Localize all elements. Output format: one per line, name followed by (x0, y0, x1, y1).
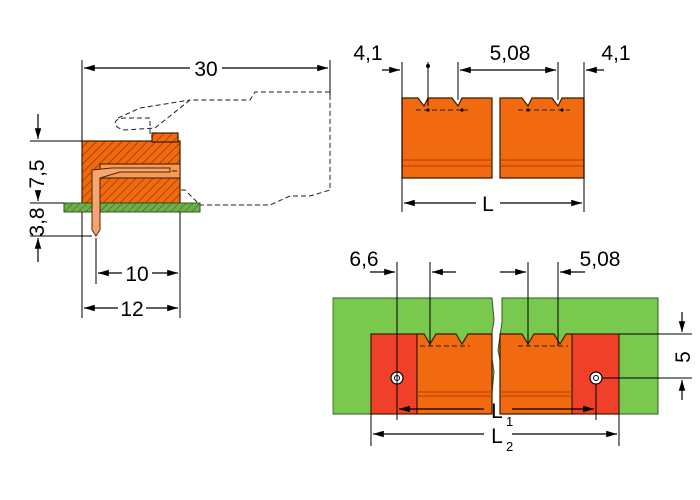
side-pcb (63, 202, 201, 213)
dim-length-label: L (482, 193, 494, 216)
dim-l1-label: L (491, 400, 503, 423)
dim-pin-below-label: 3,8 (26, 207, 49, 236)
dim-overall-length-label: 30 (194, 58, 217, 81)
pcb-housing-right (499, 333, 573, 415)
dim-pitch-top-label: 5,08 (490, 42, 531, 65)
dim-edge-left-label: 4,1 (353, 42, 382, 65)
dim-pitch-bottom-label: 5,08 (580, 248, 621, 271)
dim-depth-label: 12 (120, 298, 143, 321)
dim-l2-label: L (491, 425, 503, 448)
front-view: 4,1 5,08 4,1 L (353, 42, 630, 216)
front-housing-left (401, 97, 493, 179)
dim-l2-subscript: 2 (506, 439, 513, 454)
mating-plug-outline (114, 91, 331, 206)
dim-flange-height-label: 5 (672, 351, 695, 363)
dim-l1-subscript: 1 (506, 414, 513, 429)
dim-edge-right-label: 4,1 (601, 42, 630, 65)
dim-flange-width-label: 6,6 (349, 248, 378, 271)
bent-pin (91, 167, 171, 237)
dim-pin-offset-label: 10 (125, 263, 148, 286)
latch-bump (151, 132, 179, 143)
pcb-housing-left (416, 333, 493, 415)
pcb-view: 6,6 5,08 5 L 1 L 2 (332, 248, 695, 454)
side-view: 30 7,5 3,8 10 12 (26, 58, 331, 321)
screw-hole-right (589, 371, 603, 385)
front-housing-right (499, 97, 585, 179)
dim-height-label: 7,5 (26, 159, 49, 188)
